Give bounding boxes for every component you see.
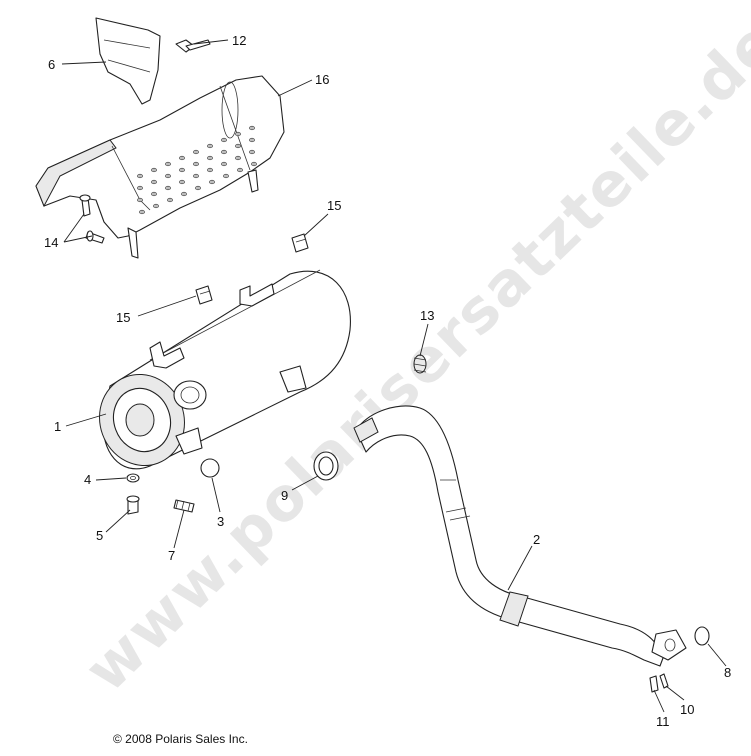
gasket-9-part — [313, 451, 339, 481]
perforation-hole — [153, 203, 159, 209]
heat-shield-bracket-part — [95, 17, 161, 105]
perforation-hole — [179, 179, 185, 185]
callout-14: 14 — [44, 235, 58, 250]
perforation-hole — [223, 173, 229, 179]
perforation-hole — [207, 143, 213, 149]
perforation-hole — [207, 167, 213, 173]
callout-3: 3 — [217, 514, 224, 529]
perforation-hole — [181, 191, 187, 197]
sensor-7-part — [173, 499, 195, 513]
heat-shield-perforations — [137, 125, 257, 215]
washer-4-part — [126, 473, 140, 483]
callout-11: 11 — [656, 714, 670, 729]
perforation-hole — [195, 185, 201, 191]
perforation-hole — [165, 173, 171, 179]
callout-1: 1 — [54, 419, 61, 434]
perforation-hole — [249, 149, 255, 155]
perforation-hole — [137, 173, 143, 179]
perforation-hole — [151, 167, 157, 173]
spring-13-part — [413, 354, 427, 374]
perforation-hole — [151, 191, 157, 197]
perforation-hole — [139, 209, 145, 215]
perforation-hole — [151, 179, 157, 185]
perforation-hole — [179, 155, 185, 161]
perforation-hole — [179, 167, 185, 173]
ring-8-part — [694, 626, 710, 646]
perforation-hole — [137, 197, 143, 203]
callout-12: 12 — [232, 33, 246, 48]
perforation-hole — [251, 161, 257, 167]
fitting-5-part — [126, 495, 140, 515]
callout-9: 9 — [281, 488, 288, 503]
clip-15-lower-part — [195, 285, 213, 305]
perforation-hole — [221, 161, 227, 167]
perforation-hole — [235, 155, 241, 161]
callout-16: 16 — [315, 72, 329, 87]
callout-10: 10 — [680, 702, 694, 717]
perforation-hole — [221, 137, 227, 143]
perforation-hole — [165, 185, 171, 191]
head-pipe-part — [353, 405, 687, 667]
muffler-part — [99, 269, 351, 470]
callout-6: 6 — [48, 57, 55, 72]
perforation-hole — [165, 161, 171, 167]
perforation-hole — [137, 185, 143, 191]
callout-8: 8 — [724, 665, 731, 680]
perforation-hole — [207, 155, 213, 161]
plug-3-part — [200, 458, 220, 478]
callout-5: 5 — [96, 528, 103, 543]
perforation-hole — [235, 143, 241, 149]
perforation-hole — [249, 125, 255, 131]
perforated-heat-shield-part — [35, 75, 285, 259]
callout-7: 7 — [168, 548, 175, 563]
perforation-hole — [235, 131, 241, 137]
perforation-hole — [249, 137, 255, 143]
spring-10-part — [659, 673, 669, 689]
perforation-hole — [167, 197, 173, 203]
callout-2: 2 — [533, 532, 540, 547]
callout-4: 4 — [84, 472, 91, 487]
perforation-hole — [193, 173, 199, 179]
perforation-hole — [193, 149, 199, 155]
copyright-notice: © 2008 Polaris Sales Inc. — [113, 732, 248, 746]
callout-13: 13 — [420, 308, 434, 323]
leader-lines — [61, 39, 727, 713]
callouts: 6 12 16 14 15 15 13 1 4 5 3 7 9 2 8 10 1… — [44, 33, 731, 729]
callout-15-lower: 15 — [116, 310, 130, 325]
perforation-hole — [221, 149, 227, 155]
perforation-hole — [209, 179, 215, 185]
bolt-12-part — [175, 39, 211, 53]
spring-11-part — [649, 675, 659, 693]
perforation-hole — [237, 167, 243, 173]
perforation-hole — [193, 161, 199, 167]
clip-15-upper-part — [291, 233, 309, 253]
callout-15-upper: 15 — [327, 198, 341, 213]
bolts-14-part — [79, 194, 105, 244]
